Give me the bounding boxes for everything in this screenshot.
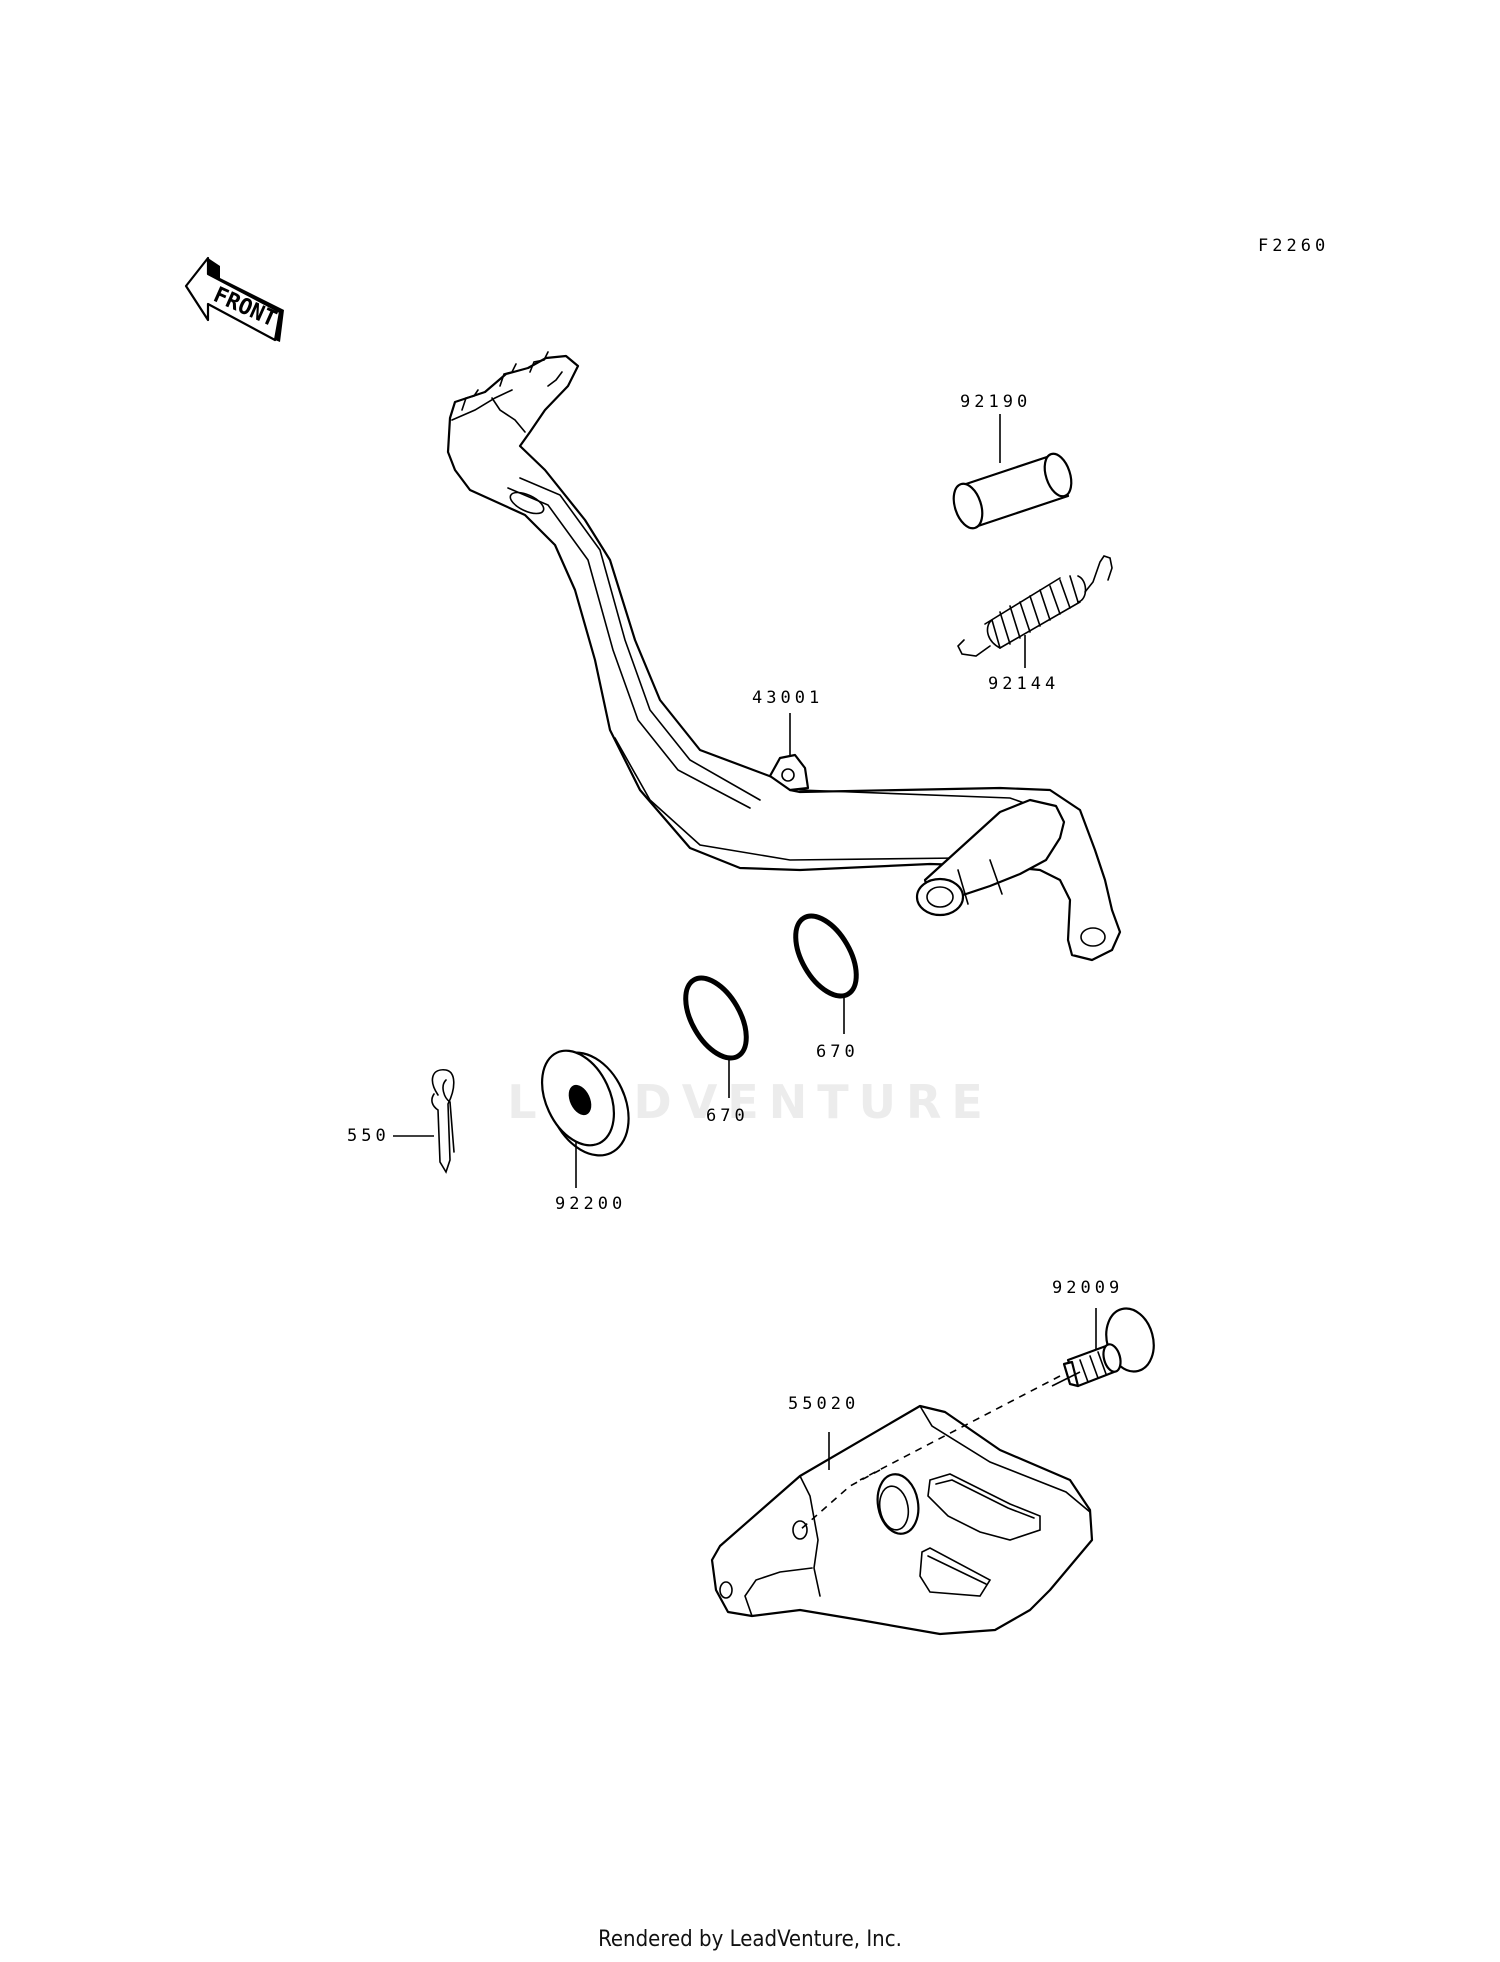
part-label-92200: 92200	[555, 1194, 627, 1214]
part-label-43001: 43001	[752, 688, 824, 708]
front-arrow-icon: FRONT	[184, 256, 284, 342]
spring	[957, 555, 1113, 657]
part-label-92190: 92190	[960, 392, 1032, 412]
washer	[541, 1049, 630, 1157]
part-label-92144: 92144	[988, 674, 1060, 694]
cotter-pin	[431, 1069, 455, 1174]
part-label-670-upper: 670	[816, 1042, 859, 1062]
guard	[710, 1404, 1094, 1636]
brake-pedal	[446, 351, 1122, 962]
bolt	[1062, 1307, 1155, 1388]
part-label-670-lower: 670	[706, 1106, 749, 1126]
part-label-550: 550	[347, 1126, 390, 1146]
o-ring-upper	[793, 913, 859, 999]
leader-lines	[393, 414, 1097, 1531]
o-ring-lower	[683, 975, 749, 1061]
part-label-92009: 92009	[1052, 1278, 1124, 1298]
part-label-55020: 55020	[788, 1394, 860, 1414]
sleeve	[952, 452, 1073, 530]
figure-code: F2260	[1258, 236, 1330, 256]
footer-credit: Rendered by LeadVenture, Inc.	[598, 1927, 902, 1952]
